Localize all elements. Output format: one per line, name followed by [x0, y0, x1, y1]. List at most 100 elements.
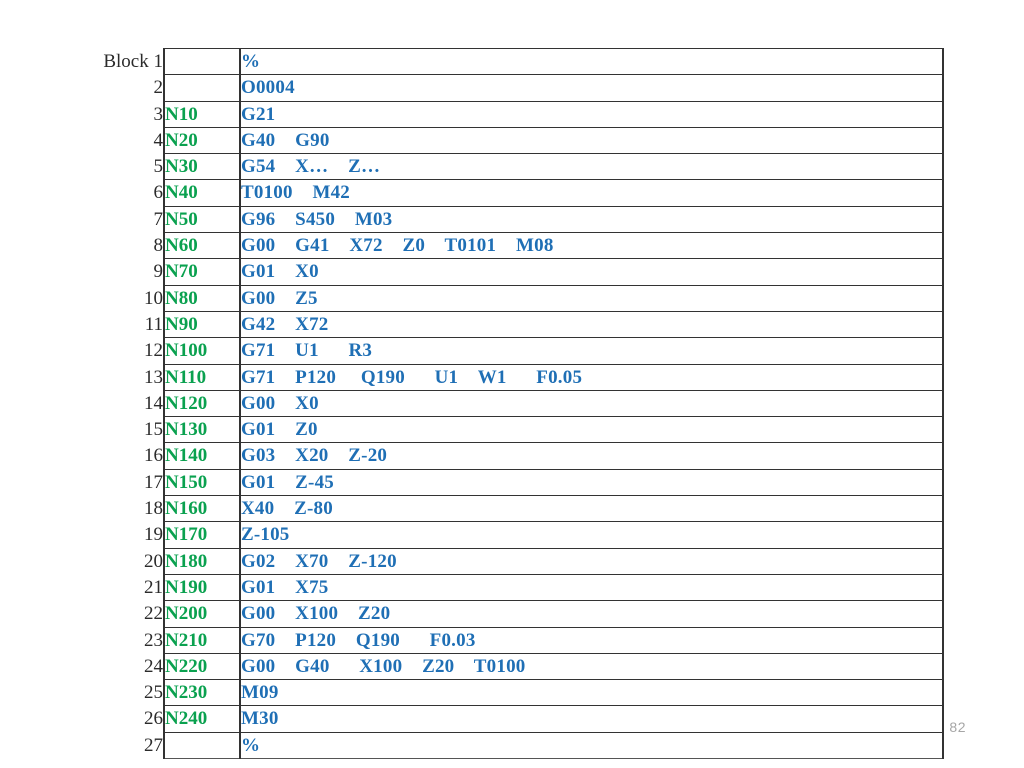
n-block-cell: N120	[163, 389, 241, 418]
gcode-cell: G21	[240, 100, 944, 128]
n-block-cell: N100	[163, 337, 241, 365]
n-block-cell	[163, 74, 241, 102]
line-number-label: 14	[144, 392, 163, 414]
n-block-cell: N60	[163, 232, 241, 260]
n-block-cell	[163, 47, 241, 76]
line-number-label: 12	[144, 340, 163, 362]
line-number-label: 27	[144, 734, 163, 756]
line-number-label: 4	[153, 129, 164, 151]
n-block-cell: N180	[163, 547, 241, 575]
gcode-cell: G03 X20 Z-20	[240, 442, 944, 470]
gcode-cell: Z-105	[240, 521, 944, 549]
n-block-cell: N190	[163, 573, 241, 602]
line-number-label: 24	[144, 655, 163, 677]
n-block-cell: N90	[163, 310, 241, 339]
gcode-cell: G00 G41 X72 Z0 T0101 M08	[240, 232, 944, 260]
gcode-cell: G71 U1 R3	[240, 337, 944, 365]
gcode-cell: X40 Z-80	[240, 495, 944, 523]
gcode-cell: G01 X0	[240, 258, 944, 286]
n-block-cell: N200	[163, 600, 241, 628]
line-number-label: 10	[144, 287, 163, 309]
gcode-cell: M09	[240, 679, 944, 707]
gcode-cell: G01 Z0	[240, 416, 944, 444]
gcode-cell: G01 Z-45	[240, 468, 944, 497]
line-number-label: 8	[153, 235, 164, 257]
n-block-cell: N130	[163, 416, 241, 444]
gcode-cell: G71 P120 Q190 U1 W1 F0.05	[240, 363, 944, 391]
n-block-cell: N110	[163, 363, 241, 391]
gcode-cell: G70 P120 Q190 F0.03	[240, 626, 944, 654]
line-number-label: 2	[153, 77, 164, 99]
n-block-cell: N140	[163, 442, 241, 470]
n-block-cell: N240	[163, 705, 241, 733]
gcode-cell: G00 X100 Z20	[240, 600, 944, 628]
table-row: Block 1%	[86, 47, 944, 76]
line-number-label: 13	[144, 366, 163, 388]
gcode-cell: G01 X75	[240, 573, 944, 602]
gcode-cell: G00 X0	[240, 389, 944, 418]
gcode-cell: G54 X… Z…	[240, 153, 944, 181]
line-number-label: 11	[144, 313, 163, 335]
table-row: 2 O0004	[86, 74, 944, 102]
line-number-label: 23	[144, 629, 163, 651]
line-number-label: 16	[144, 445, 163, 467]
n-block-cell: N150	[163, 468, 241, 497]
n-block-cell: N40	[163, 179, 241, 207]
n-block-cell: N160	[163, 495, 241, 523]
gcode-cell: G40 G90	[240, 126, 944, 155]
line-number-label: 5	[153, 156, 164, 178]
gcode-cell: G00 Z5	[240, 284, 944, 312]
gcode-cell: G96 S450 M03	[240, 205, 944, 234]
n-block-cell: N210	[163, 626, 241, 654]
line-number-label: 15	[144, 419, 163, 441]
gcode-cell: %	[240, 731, 944, 760]
line-number-label: 6	[153, 182, 164, 204]
line-number-label: 9	[153, 261, 164, 283]
gcode-cell: M30	[240, 705, 944, 733]
gcode-cell: G00 G40 X100 Z20 T0100	[240, 652, 944, 681]
n-block-cell: N10	[163, 100, 241, 128]
n-block-cell	[163, 731, 241, 760]
page-number: 82	[949, 719, 966, 735]
n-block-cell: N230	[163, 679, 241, 707]
gcode-cell: %	[240, 47, 944, 76]
line-number-label: Block 1	[103, 51, 163, 72]
line-number-label: 26	[144, 708, 163, 730]
line-number-label: 22	[144, 603, 163, 625]
line-number-label: 20	[144, 550, 163, 572]
n-block-cell: N170	[163, 521, 241, 549]
gcode-cell: O0004	[240, 74, 944, 102]
table-row: 27%	[86, 731, 944, 760]
n-block-cell: N20	[163, 126, 241, 155]
n-block-cell: N70	[163, 258, 241, 286]
n-block-cell: N30	[163, 153, 241, 181]
n-block-cell: N80	[163, 284, 241, 312]
line-number-label: 17	[144, 471, 163, 493]
gcode-cell: T0100 M42	[240, 179, 944, 207]
n-block-cell: N50	[163, 205, 241, 234]
line-number-label: 7	[153, 208, 164, 230]
